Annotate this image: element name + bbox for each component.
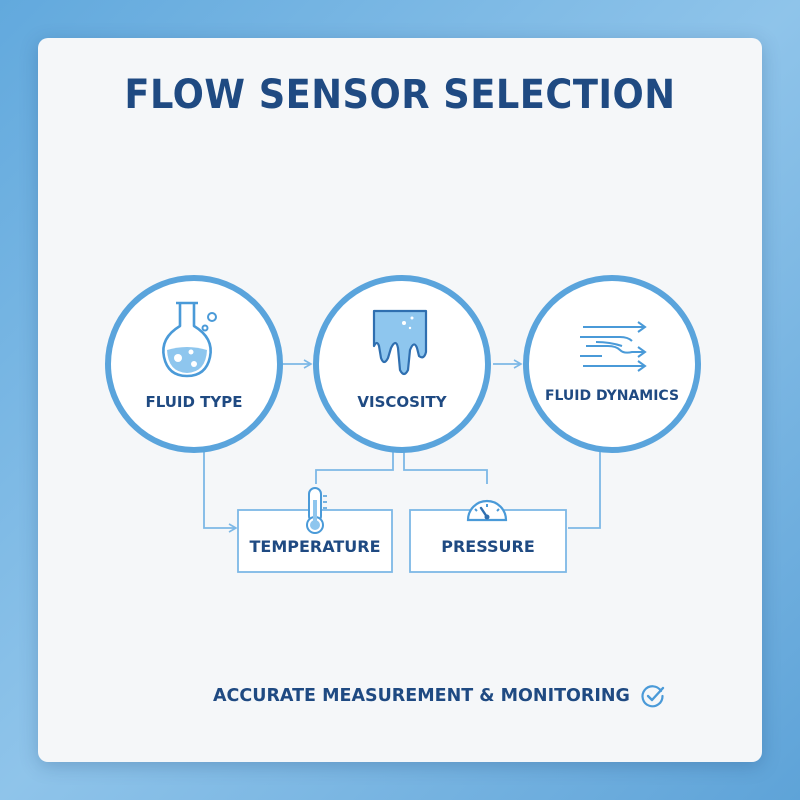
node-fluid-type-label: FLUID TYPE xyxy=(145,393,243,411)
node-viscosity-label: VISCOSITY xyxy=(357,393,447,411)
thermometer-icon xyxy=(306,487,327,534)
line-viscosity-to-temperature xyxy=(315,452,394,484)
node-temperature-label: TEMPERATURE xyxy=(249,537,381,556)
dripping-liquid-icon xyxy=(372,309,428,376)
node-fluid-dynamics-label: FLUID DYNAMICS xyxy=(544,388,680,404)
line-fluiddynamics-to-pressure xyxy=(568,452,601,529)
flow-arrows-icon xyxy=(580,321,647,372)
connector-lines xyxy=(203,359,601,533)
node-fluid-dynamics-circle xyxy=(523,275,701,453)
line-viscosity-to-pressure xyxy=(403,452,488,484)
node-pressure-label: PRESSURE xyxy=(441,537,535,556)
page-title: FLOW SENSOR SELECTION xyxy=(124,72,676,118)
footer-tagline: ACCURATE MEASUREMENT & MONITORING xyxy=(213,683,666,709)
arrow-fluidtype-to-temperature xyxy=(203,452,238,533)
flask-icon xyxy=(162,301,217,378)
check-circle-icon xyxy=(641,685,665,708)
pressure-gauge-icon xyxy=(466,499,508,522)
footer-text: ACCURATE MEASUREMENT & MONITORING xyxy=(213,686,630,706)
